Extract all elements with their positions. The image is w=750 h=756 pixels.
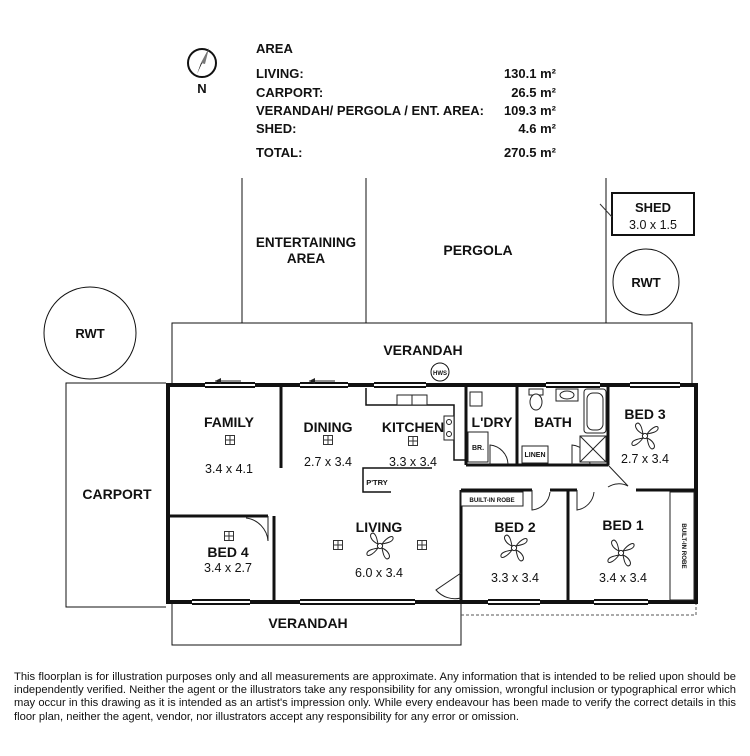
- robe-bed2-label: BUILT-IN ROBE: [469, 497, 514, 504]
- shed-label: SHED: [635, 200, 671, 215]
- linen-cupboard: [521, 445, 549, 464]
- room-labels: FAMILY 3.4 x 4.1 DINING 2.7 x 3.4 KITCHE…: [204, 406, 669, 585]
- broom-label: BR.: [472, 445, 484, 452]
- door-bed4: [245, 516, 269, 542]
- light-icon: [417, 540, 427, 550]
- hws-label: HWS: [433, 371, 447, 377]
- shed-size: 3.0 x 1.5: [629, 218, 677, 232]
- exterior-wall: [166, 383, 698, 604]
- robe-bed2: [460, 491, 524, 507]
- cooktop-icon: [443, 415, 455, 441]
- room-name-laundry: L'DRY: [472, 414, 514, 430]
- area-row-value: 109.3 m²: [504, 103, 557, 118]
- fixtures: [396, 388, 695, 601]
- entertaining-area-label: ENTERTAINING: [256, 235, 356, 250]
- area-table: AREA LIVING: 130.1 m² CARPORT: 26.5 m² V…: [256, 41, 557, 160]
- door-laundry: [489, 444, 509, 465]
- area-heading: AREA: [256, 41, 293, 56]
- ceiling-fan-icon: [500, 534, 528, 562]
- compass-label: N: [197, 81, 206, 96]
- compass: N: [187, 48, 217, 96]
- pantry-outline: [362, 467, 432, 493]
- room-size-family: 3.4 x 4.1: [205, 462, 253, 476]
- room-name-living: LIVING: [356, 519, 403, 535]
- pergola-label: PERGOLA: [443, 242, 512, 258]
- outdoor-zones: ENTERTAINING AREA PERGOLA SHED 3.0 x 1.5…: [43, 178, 697, 646]
- area-row-label: VERANDAH/ PERGOLA / ENT. AREA:: [256, 103, 484, 118]
- light-icon: [225, 435, 235, 445]
- light-icon: [333, 540, 343, 550]
- verandah-top-outline: [171, 322, 693, 385]
- room-size-bed1: 3.4 x 3.4: [599, 571, 647, 585]
- room-name-kitchen: KITCHEN: [382, 419, 444, 435]
- broom-cupboard: [467, 431, 489, 463]
- room-size-bed3: 2.7 x 3.4: [621, 452, 669, 466]
- room-name-bath: BATH: [534, 414, 572, 430]
- light-icon: [408, 436, 418, 446]
- room-size-kitchen: 3.3 x 3.4: [389, 455, 437, 469]
- area-row-value: 26.5 m²: [511, 85, 556, 100]
- room-name-bed1: BED 1: [602, 517, 643, 533]
- room-name-bed3: BED 3: [624, 406, 665, 422]
- room-name-bed4: BED 4: [207, 544, 248, 560]
- house-walls: [166, 383, 698, 604]
- room-size-bed4: 3.4 x 2.7: [204, 561, 252, 575]
- area-row-value: 4.6 m²: [518, 121, 556, 136]
- carport-outline: [65, 382, 166, 608]
- area-row-value: 130.1 m²: [504, 66, 557, 81]
- eave-line: [461, 602, 697, 616]
- hot-water-service-icon: [430, 362, 450, 382]
- room-size-living: 6.0 x 3.4: [355, 566, 403, 580]
- carport-label: CARPORT: [82, 486, 152, 502]
- pergola-posts: [241, 178, 607, 323]
- door-bed1: [576, 490, 595, 511]
- disclaimer-text: This floorplan is for illustration purpo…: [14, 671, 736, 723]
- rwt-left-tank: [43, 286, 137, 380]
- area-total-label: TOTAL:: [256, 145, 302, 160]
- linen-label: LINEN: [525, 452, 546, 459]
- windows: [192, 382, 680, 605]
- shed-outline: [611, 192, 695, 236]
- door-front: [435, 572, 462, 600]
- room-size-bed2: 3.3 x 3.4: [491, 571, 539, 585]
- area-row-label: SHED:: [256, 121, 296, 136]
- room-name-family: FAMILY: [204, 414, 255, 430]
- ceiling-fan-icon: [366, 532, 394, 560]
- area-row-label: CARPORT:: [256, 85, 323, 100]
- room-size-dining: 2.7 x 3.4: [304, 455, 352, 469]
- robe-bed1: [669, 491, 695, 601]
- entertaining-area-label-2: AREA: [287, 251, 326, 266]
- laundry-tub-icon: [469, 391, 483, 407]
- ceiling-fan-icon: [631, 422, 659, 450]
- door-bed3: [607, 464, 629, 488]
- shed-door: [599, 203, 613, 218]
- kitchen-bench: [365, 388, 466, 461]
- pantry-label: P'TRY: [366, 478, 388, 487]
- light-icon: [224, 531, 234, 541]
- light-icon: [323, 435, 333, 445]
- door-bed2: [531, 490, 551, 511]
- verandah-top-label: VERANDAH: [383, 342, 462, 358]
- area-total-value: 270.5 m²: [504, 145, 557, 160]
- area-row-label: LIVING:: [256, 66, 304, 81]
- room-name-dining: DINING: [304, 419, 353, 435]
- verandah-bottom-label: VERANDAH: [268, 615, 347, 631]
- verandah-bottom-outline: [171, 602, 462, 646]
- robe-bed1-label: BUILT-IN ROBE: [680, 523, 687, 568]
- ceiling-fan-icon: [607, 539, 635, 567]
- rwt-left-label: RWT: [75, 326, 104, 341]
- room-name-bed2: BED 2: [494, 519, 535, 535]
- rwt-right-label: RWT: [631, 275, 660, 290]
- rwt-right-tank: [612, 248, 680, 316]
